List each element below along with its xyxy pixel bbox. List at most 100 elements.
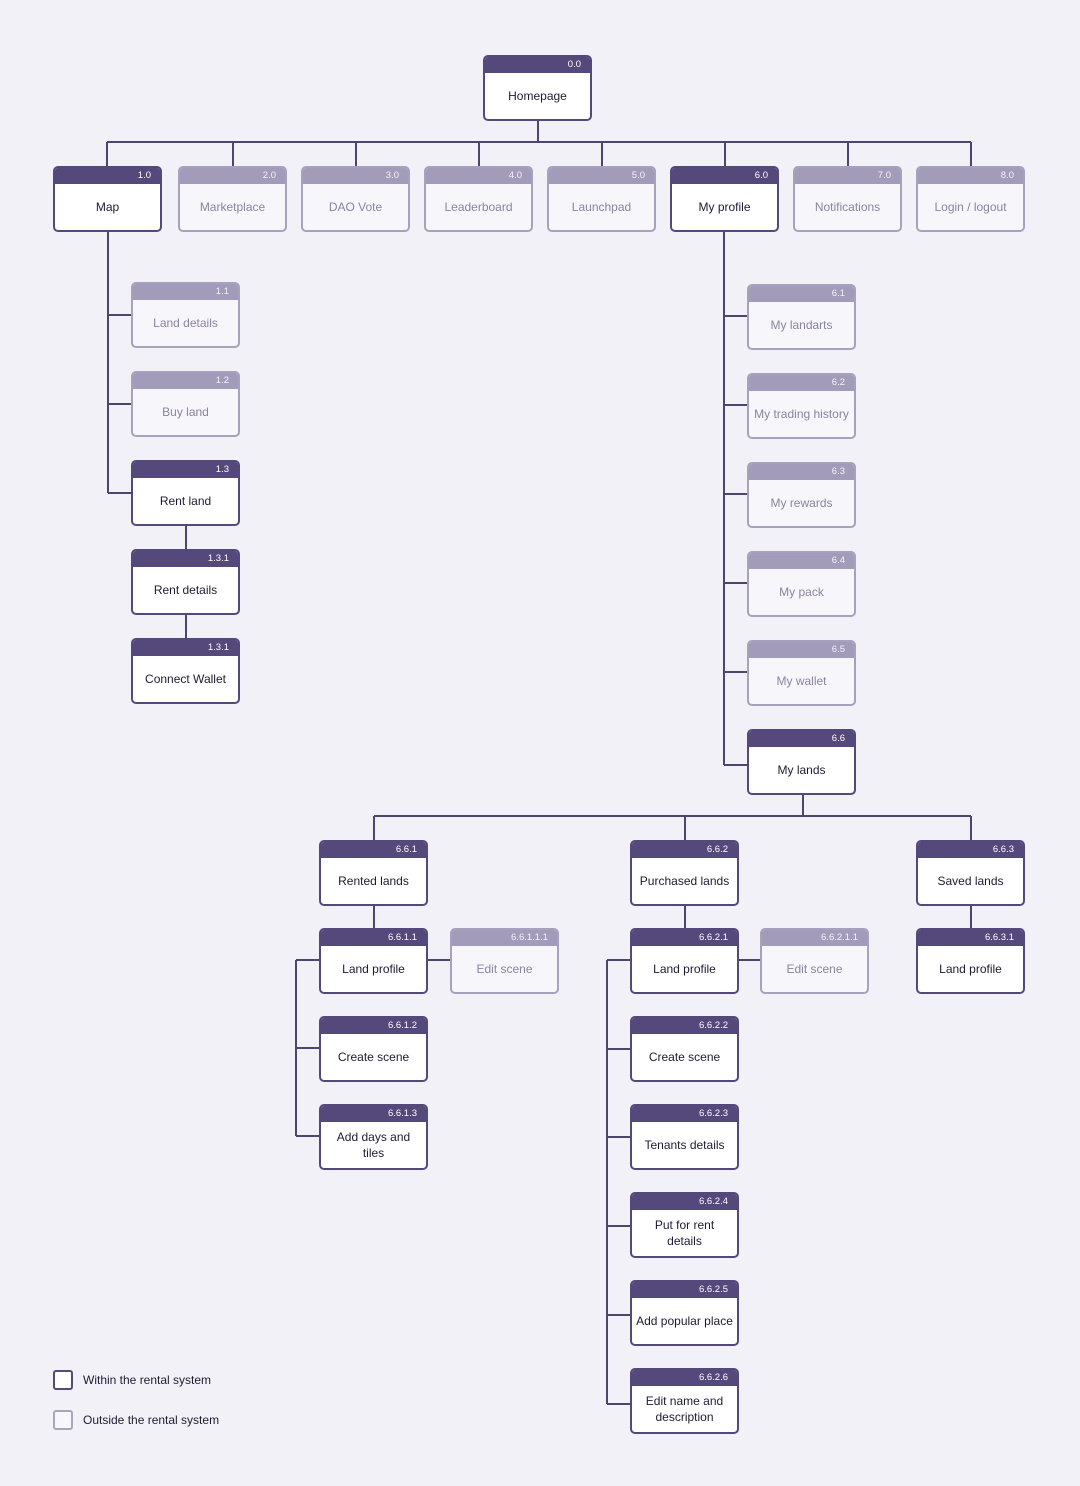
- node-my-rewards[interactable]: 6.3 My rewards: [747, 462, 856, 528]
- node-my-wallet[interactable]: 6.5 My wallet: [747, 640, 856, 706]
- node-label: Rent land: [159, 494, 212, 508]
- node-id: 6.6.2.3: [632, 1106, 737, 1122]
- node-label: Land profile: [342, 962, 405, 976]
- node-edit-name-and-description[interactable]: 6.6.2.6 Edit name and description: [630, 1368, 739, 1434]
- node-label: Marketplace: [199, 200, 266, 214]
- node-label: Land profile: [939, 962, 1002, 976]
- node-id: 6.6.3: [918, 842, 1023, 858]
- node-rented-land-profile[interactable]: 6.6.1.1 Land profile: [319, 928, 428, 994]
- node-notifications[interactable]: 7.0 Notifications: [793, 166, 902, 232]
- node-id: 6.6.1.1.1: [452, 930, 557, 946]
- node-label: Land details: [153, 316, 218, 330]
- node-land-details[interactable]: 1.1 Land details: [131, 282, 240, 348]
- node-rented-create-scene[interactable]: 6.6.1.2 Create scene: [319, 1016, 428, 1082]
- node-put-for-rent-details[interactable]: 6.6.2.4 Put for rent details: [630, 1192, 739, 1258]
- node-purchased-land-profile[interactable]: 6.6.2.1 Land profile: [630, 928, 739, 994]
- node-purchased-create-scene[interactable]: 6.6.2.2 Create scene: [630, 1016, 739, 1082]
- node-label: Edit name and description: [645, 1394, 724, 1424]
- node-label: Notifications: [814, 200, 881, 214]
- node-id: 6.6.3.1: [918, 930, 1023, 946]
- node-label: Land profile: [653, 962, 716, 976]
- node-purchased-lands[interactable]: 6.6.2 Purchased lands: [630, 840, 739, 906]
- node-rented-edit-scene[interactable]: 6.6.1.1.1 Edit scene: [450, 928, 559, 994]
- node-label: Connect Wallet: [145, 672, 226, 686]
- node-my-lands[interactable]: 6.6 My lands: [747, 729, 856, 795]
- node-homepage[interactable]: 0.0 Homepage: [483, 55, 592, 121]
- node-id: 6.6.2.1.1: [762, 930, 867, 946]
- node-label: Rented lands: [338, 874, 409, 888]
- node-id: 4.0: [426, 168, 531, 184]
- node-id: 6.6.2.4: [632, 1194, 737, 1210]
- node-label: My wallet: [776, 674, 827, 688]
- node-rent-land[interactable]: 1.3 Rent land: [131, 460, 240, 526]
- node-my-profile[interactable]: 6.0 My profile: [670, 166, 779, 232]
- node-label: Add days and tiles: [336, 1130, 411, 1160]
- node-label: My rewards: [770, 496, 833, 510]
- node-id: 6.4: [749, 553, 854, 569]
- node-label: Saved lands: [937, 874, 1004, 888]
- node-my-landarts[interactable]: 6.1 My landarts: [747, 284, 856, 350]
- node-label: Buy land: [162, 405, 209, 419]
- node-label: My trading history: [754, 407, 849, 421]
- node-rent-details[interactable]: 1.3.1 Rent details: [131, 549, 240, 615]
- node-label: Edit scene: [476, 962, 533, 976]
- node-map[interactable]: 1.0 Map: [53, 166, 162, 232]
- node-connect-wallet[interactable]: 1.3.1 Connect Wallet: [131, 638, 240, 704]
- node-label: Rent details: [153, 583, 218, 597]
- node-label: Add popular place: [636, 1314, 733, 1328]
- node-label: Create scene: [648, 1050, 721, 1064]
- node-label: My pack: [779, 585, 824, 599]
- legend-outside-swatch: [53, 1410, 73, 1430]
- node-my-pack[interactable]: 6.4 My pack: [747, 551, 856, 617]
- node-id: 1.2: [133, 373, 238, 389]
- node-my-trading-history[interactable]: 6.2 My trading history: [747, 373, 856, 439]
- legend-within-label: Within the rental system: [83, 1373, 212, 1387]
- node-id: 1.3.1: [133, 551, 238, 567]
- node-id: 6.6: [749, 731, 854, 747]
- node-login-logout[interactable]: 8.0 Login / logout: [916, 166, 1025, 232]
- node-add-popular-place[interactable]: 6.6.2.5 Add popular place: [630, 1280, 739, 1346]
- node-rented-lands[interactable]: 6.6.1 Rented lands: [319, 840, 428, 906]
- legend-outside: Outside the rental system: [53, 1410, 219, 1430]
- node-id: 6.6.1.2: [321, 1018, 426, 1034]
- node-label: Map: [95, 200, 120, 214]
- node-id: 5.0: [549, 168, 654, 184]
- node-id: 1.0: [55, 168, 160, 184]
- node-id: 7.0: [795, 168, 900, 184]
- node-id: 0.0: [485, 57, 590, 73]
- node-id: 3.0: [303, 168, 408, 184]
- node-id: 6.2: [749, 375, 854, 391]
- node-saved-lands[interactable]: 6.6.3 Saved lands: [916, 840, 1025, 906]
- node-label: Tenants details: [644, 1138, 725, 1152]
- node-label: Launchpad: [571, 200, 632, 214]
- node-tenants-details[interactable]: 6.6.2.3 Tenants details: [630, 1104, 739, 1170]
- node-launchpad[interactable]: 5.0 Launchpad: [547, 166, 656, 232]
- node-id: 6.6.2.5: [632, 1282, 737, 1298]
- node-dao-vote[interactable]: 3.0 DAO Vote: [301, 166, 410, 232]
- node-purchased-edit-scene[interactable]: 6.6.2.1.1 Edit scene: [760, 928, 869, 994]
- node-label: DAO Vote: [328, 200, 383, 214]
- node-label: My profile: [698, 200, 751, 214]
- node-buy-land[interactable]: 1.2 Buy land: [131, 371, 240, 437]
- node-id: 6.6.2.2: [632, 1018, 737, 1034]
- node-id: 8.0: [918, 168, 1023, 184]
- node-id: 6.6.2: [632, 842, 737, 858]
- node-label: Leaderboard: [444, 200, 513, 214]
- legend-within: Within the rental system: [53, 1370, 211, 1390]
- legend-within-swatch: [53, 1370, 73, 1390]
- node-marketplace[interactable]: 2.0 Marketplace: [178, 166, 287, 232]
- node-label: Homepage: [508, 89, 567, 103]
- node-id: 6.6.1.3: [321, 1106, 426, 1122]
- node-label: Put for rent details: [654, 1218, 715, 1248]
- node-id: 6.1: [749, 286, 854, 302]
- node-id: 6.0: [672, 168, 777, 184]
- node-label: Edit scene: [786, 962, 843, 976]
- node-leaderboard[interactable]: 4.0 Leaderboard: [424, 166, 533, 232]
- node-id: 1.3: [133, 462, 238, 478]
- node-add-days-and-tiles[interactable]: 6.6.1.3 Add days and tiles: [319, 1104, 428, 1170]
- node-saved-land-profile[interactable]: 6.6.3.1 Land profile: [916, 928, 1025, 994]
- node-label: My landarts: [770, 318, 833, 332]
- node-id: 6.6.1: [321, 842, 426, 858]
- node-id: 6.3: [749, 464, 854, 480]
